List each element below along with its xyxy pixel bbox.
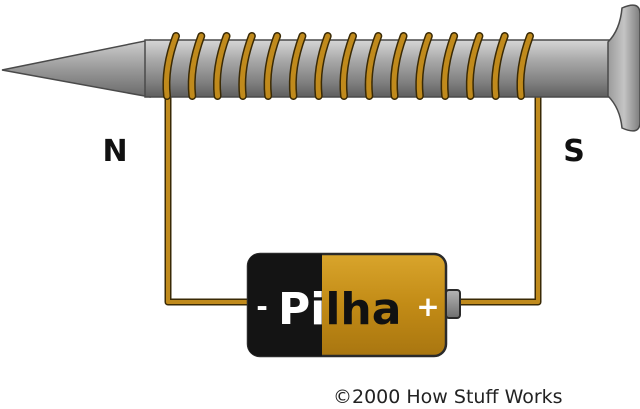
coil-turn-highlight (214, 33, 230, 99)
south-pole-label: S (563, 134, 585, 169)
battery: - Pilha + (246, 252, 461, 358)
coil-turn-highlight (189, 33, 204, 99)
battery-label-left: Pi (278, 284, 325, 335)
coil-turn-highlight (391, 33, 407, 99)
coil-turn-highlight (467, 33, 482, 99)
coil-turn-highlight (442, 33, 457, 99)
coil-windings (162, 32, 534, 100)
battery-negative-sign: - (256, 290, 268, 323)
north-pole-label: N (102, 134, 127, 169)
coil-turn-highlight (315, 33, 331, 99)
circuit-wire-highlight (166, 92, 540, 304)
coil-turn-highlight (492, 33, 508, 99)
coil-turn-highlight (265, 33, 280, 99)
battery-terminal-cap (445, 289, 461, 319)
battery-black-end (248, 254, 322, 356)
nail-tip (1, 39, 151, 98)
coil-turn-highlight (290, 33, 305, 99)
nail-head (607, 4, 640, 132)
coil-turn-highlight (163, 33, 179, 99)
battery-label: Pilha (278, 284, 401, 335)
coil-turn-highlight (416, 33, 432, 99)
copyright-credit: ©2000 How Stuff Works (333, 386, 563, 408)
battery-label-right: lha (325, 284, 401, 335)
coil-turn-highlight (340, 33, 356, 99)
battery-positive-sign: + (416, 290, 439, 323)
coil-turn-highlight (366, 33, 381, 99)
coil-turn-highlight (239, 33, 255, 99)
coil-turn-highlight (517, 33, 533, 99)
